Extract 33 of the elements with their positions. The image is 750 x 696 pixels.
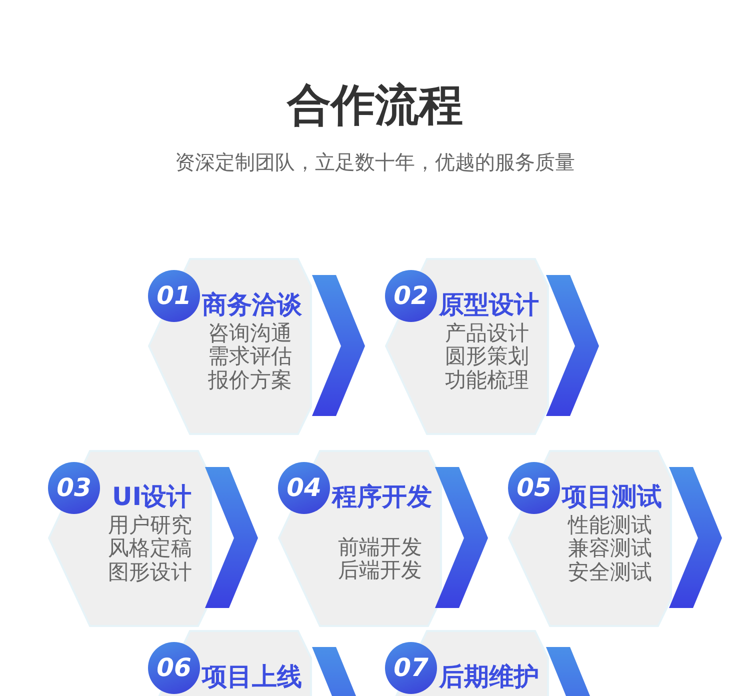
step-hexagon: [148, 630, 312, 696]
step-hexagon: [278, 450, 442, 627]
step-hexagon: [48, 450, 212, 627]
step-hexagon: [385, 258, 549, 435]
step-title: 后期维护: [439, 662, 539, 692]
subtitle: 资深定制团队，立足数十年，优越的服务质量: [175, 150, 575, 174]
chevron-arrow: [546, 275, 599, 416]
step-title: UI设计: [112, 482, 192, 512]
step-list: 咨询沟通需求评估报价方案: [204, 322, 296, 392]
step-list: 前端开发后端开发: [334, 536, 426, 582]
page-title: 合作流程: [287, 80, 463, 131]
step-list: 产品设计圆形策划功能梳理: [441, 322, 533, 392]
number-badge: 01: [148, 270, 200, 322]
step-title: 项目测试: [562, 482, 662, 512]
number-badge: 04: [278, 462, 330, 514]
number-badge: 03: [48, 462, 100, 514]
number-badge: 06: [148, 642, 200, 694]
step-title: 程序开发: [332, 482, 432, 512]
chevron-arrow: [669, 467, 722, 608]
step-hexagon: [508, 450, 672, 627]
step-title: 商务洽谈: [202, 290, 302, 320]
step-hexagon: [385, 630, 549, 696]
chevron-arrow: [435, 467, 488, 608]
step-list: 性能测试兼容测试安全测试: [564, 514, 656, 584]
step-title: 原型设计: [439, 290, 539, 320]
number-badge: 07: [385, 642, 437, 694]
chevron-arrow: [205, 467, 258, 608]
number-badge: 05: [508, 462, 560, 514]
chevron-arrow: [312, 275, 365, 416]
step-hexagon: [148, 258, 312, 435]
number-badge: 02: [385, 270, 437, 322]
step-list: 用户研究风格定稿图形设计: [104, 514, 196, 584]
step-title: 项目上线: [202, 662, 302, 692]
